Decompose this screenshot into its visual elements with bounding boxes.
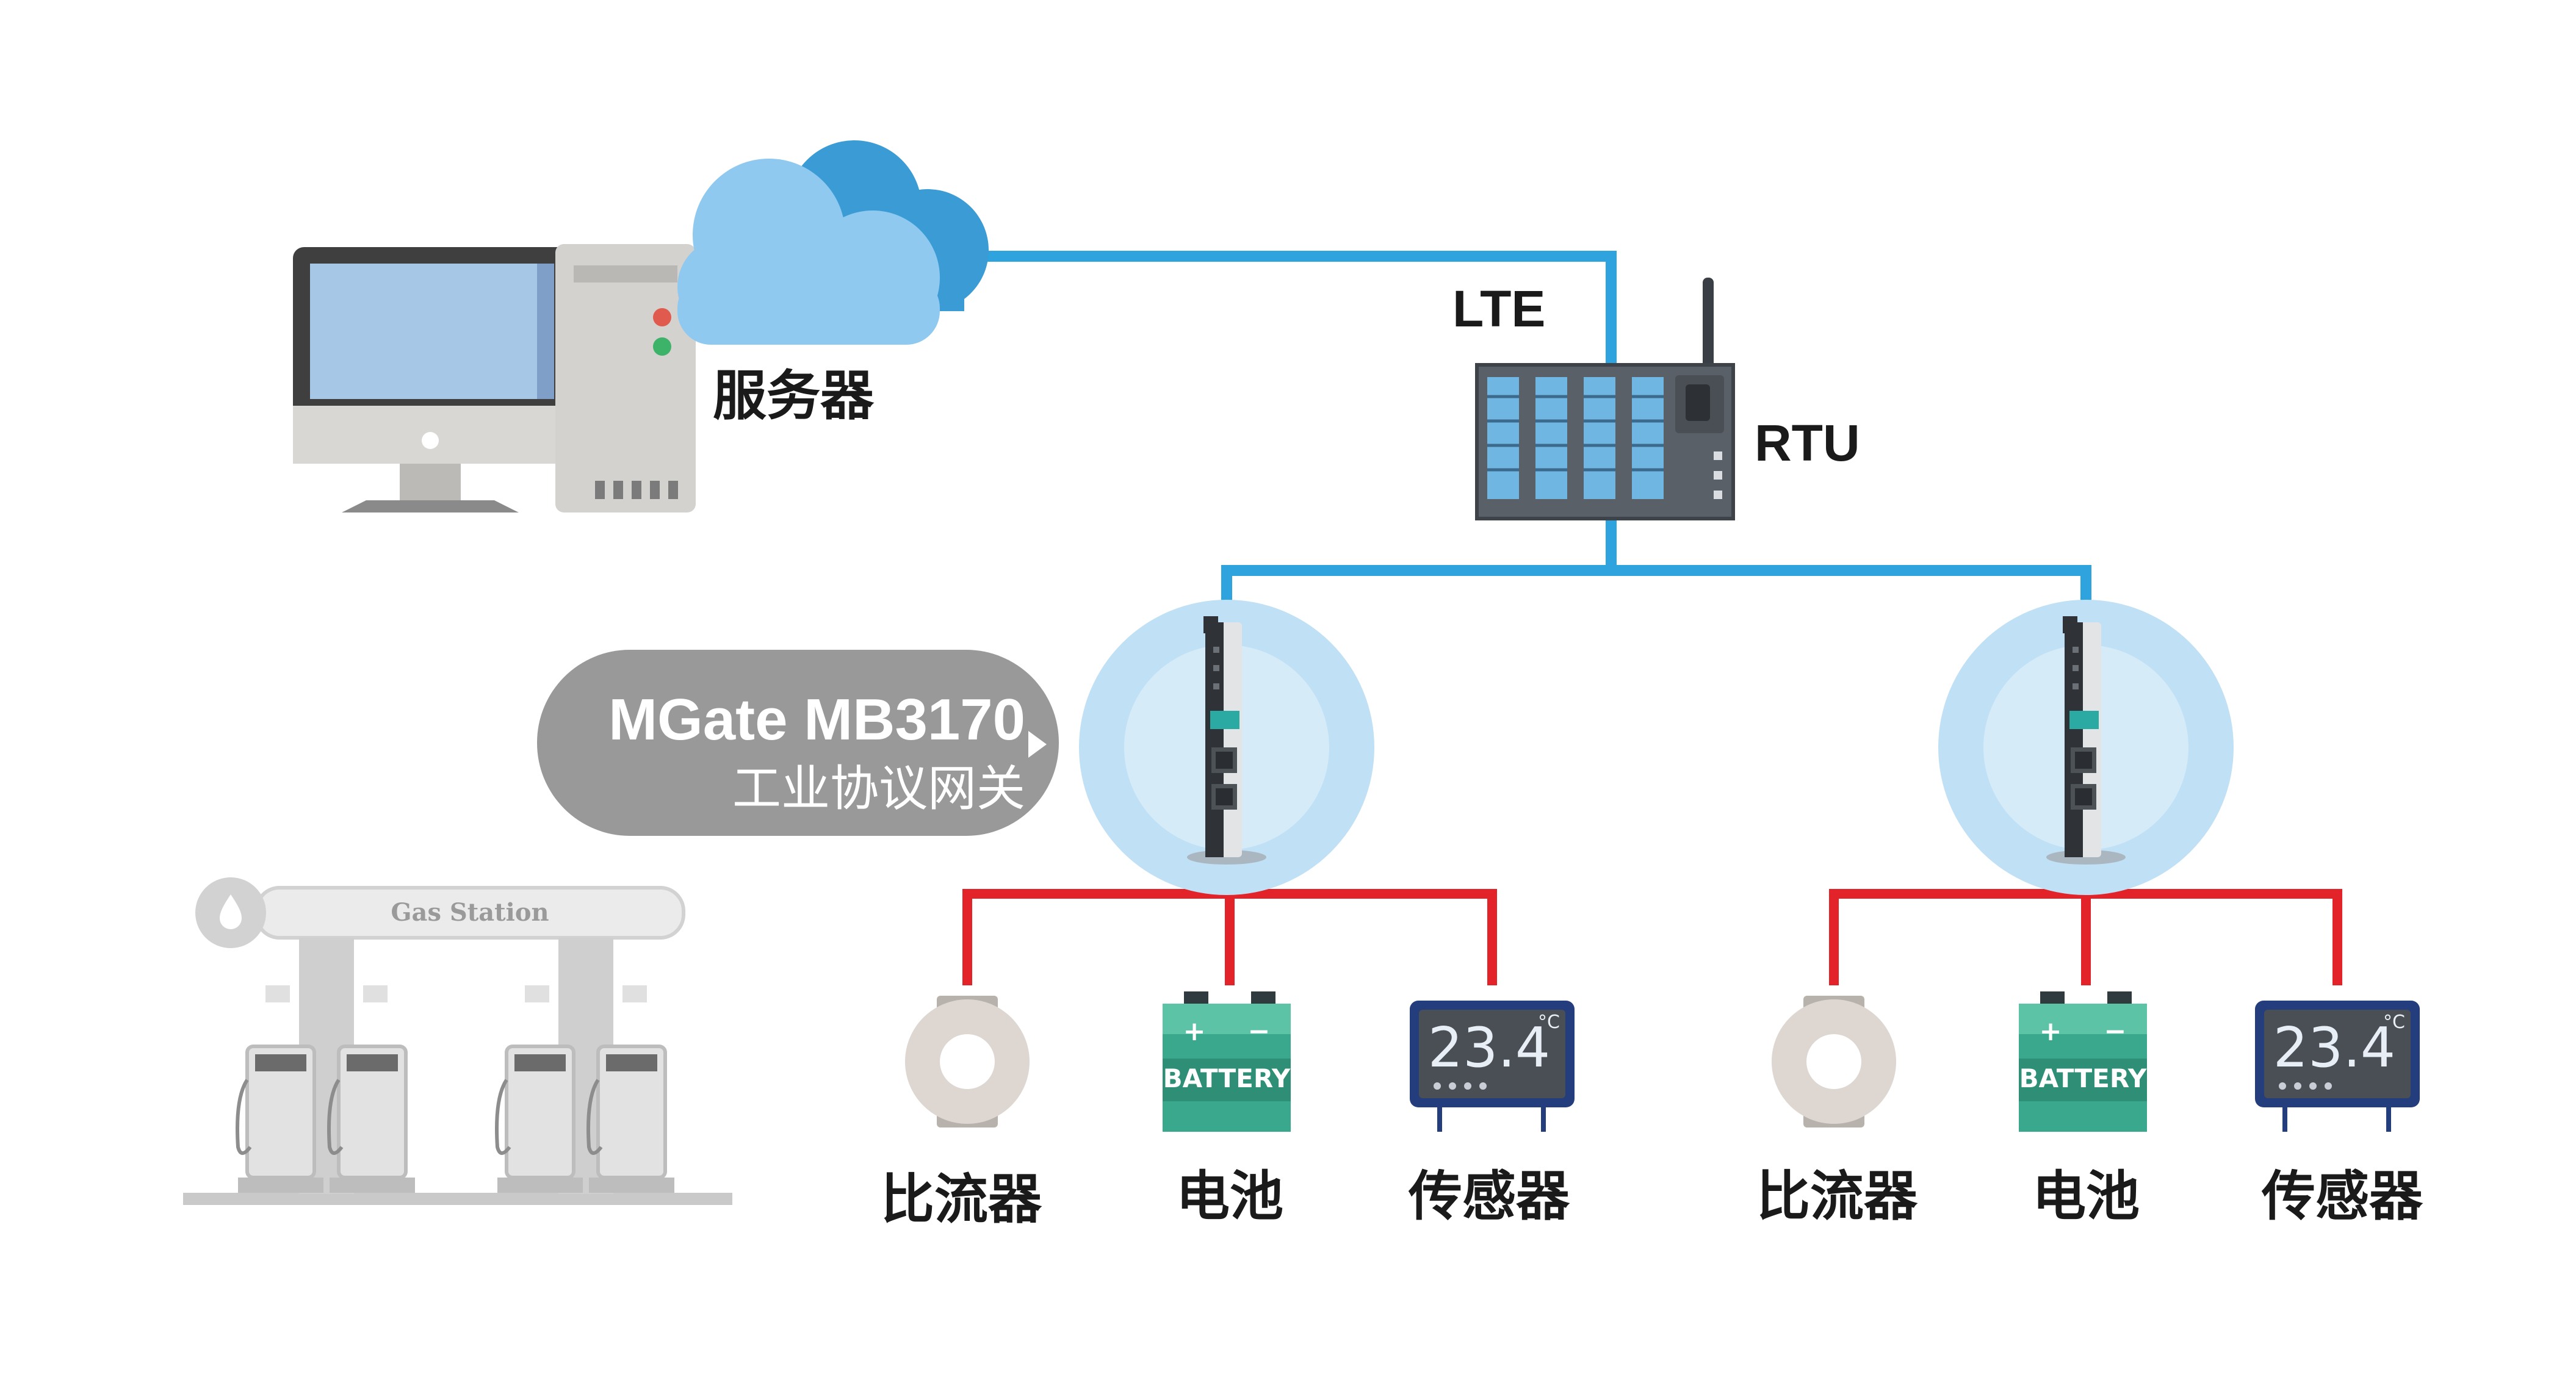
gas-station-sign: Gas Station — [391, 898, 549, 927]
lte-label: LTE — [1452, 280, 1546, 337]
svg-text:−: − — [2104, 1016, 2127, 1047]
svg-text:−: − — [1248, 1016, 1271, 1047]
sensor-2-icon — [2255, 1001, 2420, 1132]
cloud-icon — [677, 140, 989, 345]
gateway-1-icon — [1079, 600, 1374, 895]
sensor-1-unit: °C — [1538, 1012, 1560, 1033]
battery-2-label: 电池 — [2032, 1165, 2140, 1228]
gateway-callout — [537, 650, 1059, 836]
battery-2-text: BATTERY — [2019, 1063, 2147, 1093]
gateway-model-title: MGate MB3170 — [608, 687, 1025, 752]
sensor-2-reading: 23.4 — [2273, 1016, 2396, 1080]
battery-1-label: 电池 — [1175, 1165, 1284, 1228]
rtu-label: RTU — [1755, 414, 1860, 472]
current-transformer-2-icon — [1772, 996, 1896, 1127]
current-transformer-1-label: 比流器 — [880, 1168, 1042, 1231]
rtu-device-icon — [1475, 278, 1735, 520]
battery-2-icon: + − — [2019, 991, 2147, 1132]
svg-text:+: + — [1183, 1016, 1206, 1047]
sensor-1-icon — [1410, 1001, 1575, 1132]
battery-1-text: BATTERY — [1163, 1063, 1291, 1093]
sensor-1-label: 传感器 — [1408, 1165, 1570, 1228]
link-cloud-to-rtu — [964, 251, 1617, 372]
gateway-model-subtitle: 工业协议网关 — [732, 760, 1025, 817]
gateway-2-icon — [1938, 600, 2234, 895]
current-transformer-1-icon — [905, 996, 1030, 1127]
network-links — [964, 251, 2091, 601]
computer-icon — [293, 244, 696, 512]
battery-1-icon: + − — [1163, 991, 1291, 1132]
sensor-2-unit: °C — [2383, 1012, 2405, 1033]
current-transformer-2-label: 比流器 — [1756, 1165, 1918, 1228]
svg-text:+: + — [2040, 1016, 2062, 1047]
server-label: 服务器 — [712, 364, 875, 427]
link-rtu-to-gateways — [1221, 565, 2091, 601]
gas-station-icon — [183, 877, 732, 1205]
sensor-2-label: 传感器 — [2261, 1165, 2423, 1228]
sensor-1-reading: 23.4 — [1427, 1016, 1551, 1080]
